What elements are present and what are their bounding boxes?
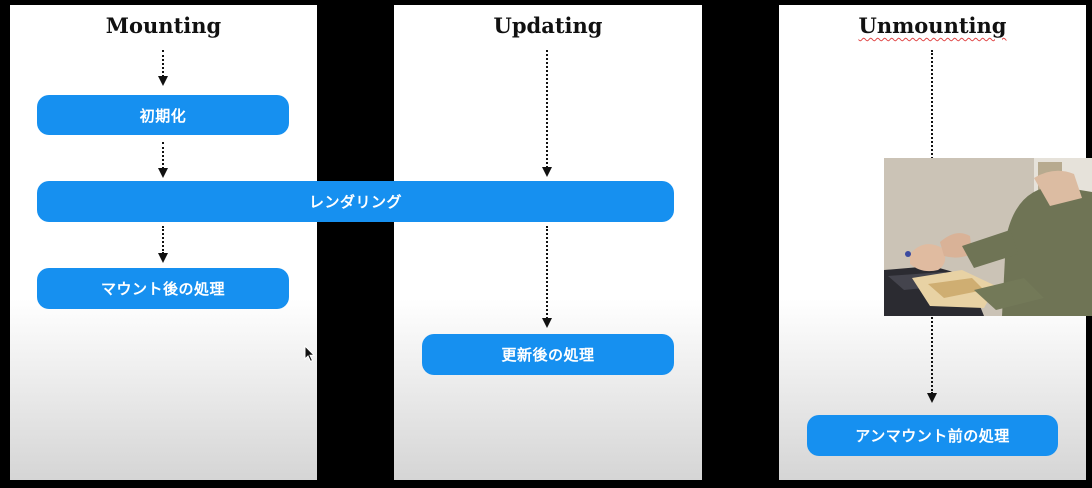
arrow-down-icon xyxy=(158,226,168,263)
updating-panel: Updating xyxy=(394,5,702,480)
after-update-step: 更新後の処理 xyxy=(422,334,674,375)
updating-title: Updating xyxy=(493,13,603,38)
arrow-down-icon xyxy=(158,142,168,178)
camera-feed xyxy=(884,158,1092,316)
after-mount-step: マウント後の処理 xyxy=(37,268,289,309)
arrow-down-icon xyxy=(542,226,552,328)
arrow-down-icon xyxy=(158,50,168,86)
cursor-icon xyxy=(304,345,316,363)
person-at-keyboard-icon xyxy=(884,158,1092,316)
render-step: レンダリング xyxy=(37,181,674,222)
arrow-down-icon xyxy=(542,50,552,177)
mounting-title: Mounting xyxy=(105,13,222,38)
before-unmount-step: アンマウント前の処理 xyxy=(807,415,1058,456)
unmounting-title: Unmounting xyxy=(858,13,1007,38)
initialize-step: 初期化 xyxy=(37,95,289,135)
